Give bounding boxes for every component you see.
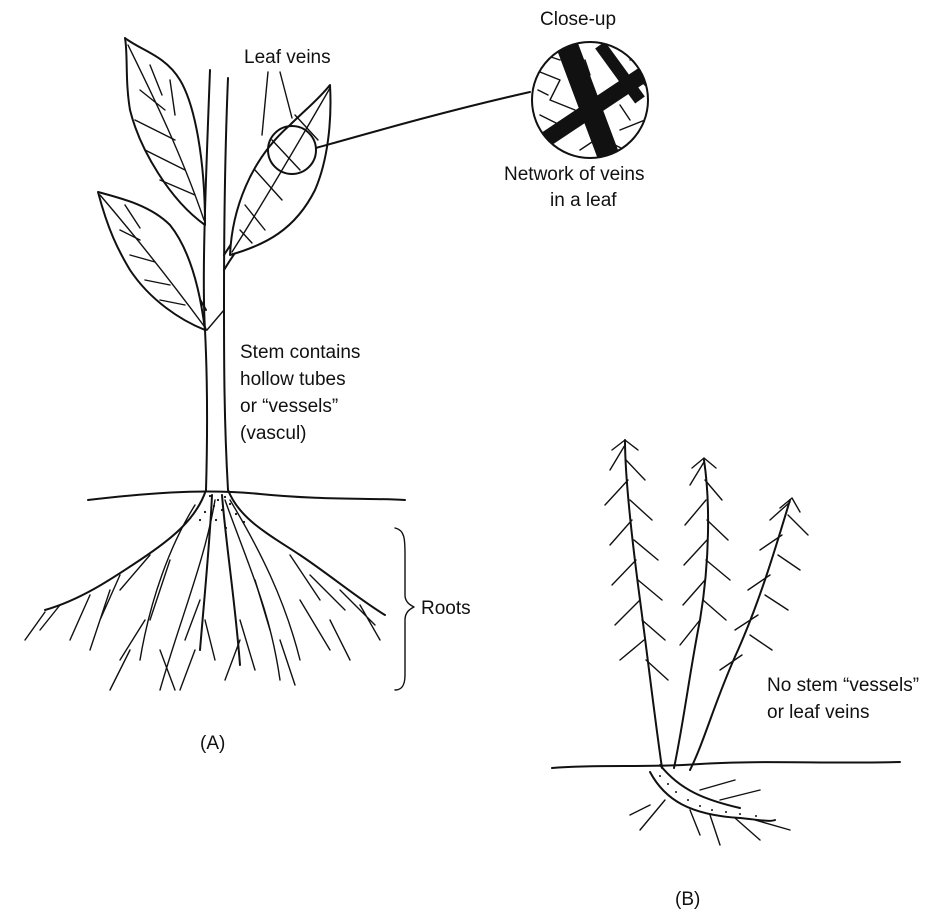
nonvascular-plant <box>552 440 900 845</box>
soil-line-a <box>88 492 405 500</box>
label-network-line1: Network of veins <box>504 164 644 185</box>
label-stem-line2: hollow tubes <box>240 369 346 390</box>
label-network-line2: in a leaf <box>550 190 617 211</box>
vascular-plant <box>25 38 530 690</box>
label-no-vessels-line1: No stem “vessels” <box>767 675 919 696</box>
label-close-up: Close-up <box>540 9 616 30</box>
vein-close-up <box>532 40 655 160</box>
leaf-top-left <box>125 38 205 225</box>
close-up-connector <box>316 92 530 148</box>
label-stem-line1: Stem contains <box>240 342 360 363</box>
roots-bracket <box>395 528 414 690</box>
label-leaf-veins: Leaf veins <box>244 47 331 68</box>
label-panel-b: (B) <box>675 889 700 910</box>
label-no-vessels-line2: or leaf veins <box>767 702 869 723</box>
label-stem-line4: (vascul) <box>240 423 307 444</box>
root-system <box>25 490 385 690</box>
soil-line-b <box>552 762 900 768</box>
label-stem-line3: or “vessels” <box>240 396 338 417</box>
label-panel-a: (A) <box>200 733 225 754</box>
label-roots: Roots <box>421 598 471 619</box>
